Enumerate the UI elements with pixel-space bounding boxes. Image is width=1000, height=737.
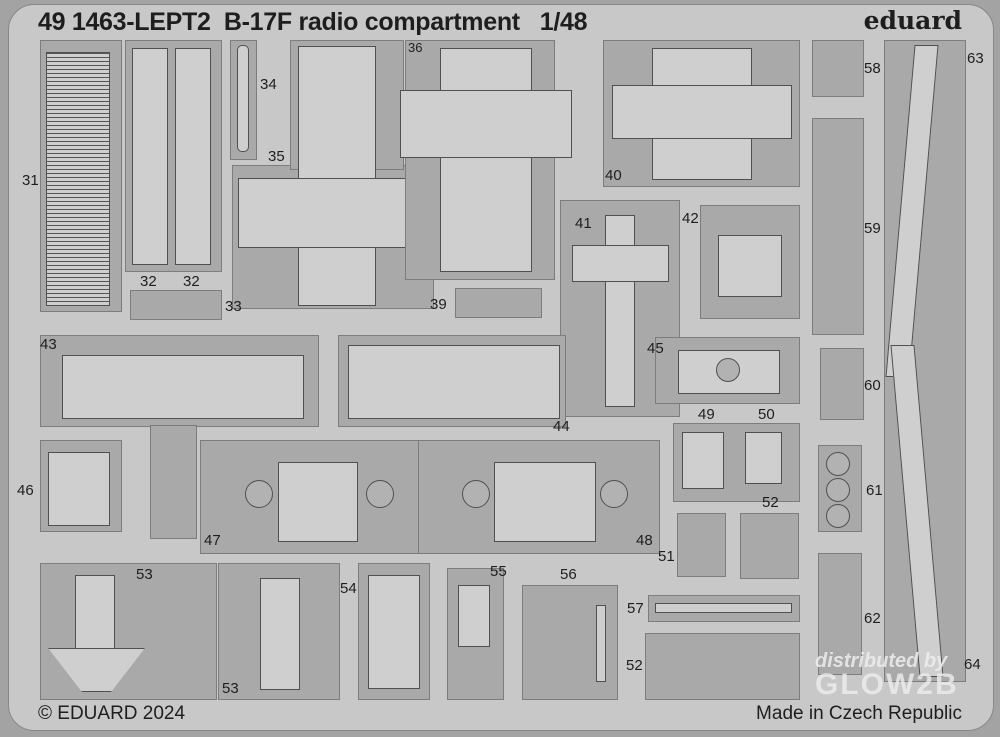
part-47-hole-left: [245, 480, 273, 508]
label-53a: 53: [136, 566, 153, 583]
label-55: 55: [490, 563, 507, 580]
part-45-hole: [716, 358, 740, 382]
part-34: [237, 45, 249, 152]
part-61a: [826, 452, 850, 476]
part-36: [440, 48, 532, 272]
label-36: 36: [408, 40, 423, 55]
label-46: 46: [17, 482, 34, 499]
set-title: B-17F radio compartment: [223, 8, 520, 36]
part-57: [655, 603, 792, 613]
part-49: [682, 432, 724, 489]
part-44: [348, 345, 560, 419]
label-54: 54: [340, 580, 357, 597]
label-64: 64: [964, 656, 981, 673]
set-code: 49 1463-LEPT2: [38, 8, 211, 36]
cut-area-33: [130, 290, 222, 320]
part-47: [278, 462, 358, 542]
label-41: 41: [575, 215, 592, 232]
part-42: [718, 235, 782, 297]
part-32a: [132, 48, 168, 265]
part-53b: [260, 578, 300, 690]
part-36-wings: [400, 90, 572, 158]
part-40-wings: [612, 85, 792, 139]
part-31: [46, 52, 110, 306]
part-55: [458, 585, 490, 647]
part-53a: [75, 575, 115, 652]
cut-area-51: [677, 513, 726, 577]
label-63: 63: [967, 50, 984, 67]
part-35: [298, 46, 376, 306]
label-42: 42: [682, 210, 699, 227]
label-44: 44: [553, 418, 570, 435]
part-47-hole-right: [366, 480, 394, 508]
label-39: 39: [430, 296, 447, 313]
label-50: 50: [758, 406, 775, 423]
cut-area-52b: [645, 633, 800, 700]
cut-area-43-stem: [150, 425, 197, 539]
part-41-arms: [572, 245, 669, 282]
part-43: [62, 355, 304, 419]
label-53b: 53: [222, 680, 239, 697]
cut-area-53a: [40, 563, 217, 700]
label-57: 57: [627, 600, 644, 617]
label-49: 49: [698, 406, 715, 423]
label-40: 40: [605, 167, 622, 184]
part-54: [368, 575, 420, 689]
label-52a: 52: [762, 494, 779, 511]
label-33: 33: [225, 298, 242, 315]
part-61c: [826, 504, 850, 528]
label-31: 31: [22, 172, 39, 189]
part-48-hole-left: [462, 480, 490, 508]
origin: Made in Czech Republic: [756, 703, 962, 724]
part-41: [605, 215, 635, 407]
part-35-wings: [238, 178, 428, 248]
scale: 1/48: [539, 8, 588, 36]
part-46: [48, 452, 110, 526]
label-56: 56: [560, 566, 577, 583]
label-61: 61: [866, 482, 883, 499]
label-47: 47: [204, 532, 221, 549]
fret-title: 49 1463-LEPT2 B-17F radio compartment 1/…: [38, 8, 588, 37]
label-45: 45: [647, 340, 664, 357]
label-32b: 32: [183, 273, 200, 290]
eduard-logo: eduard: [863, 6, 962, 35]
part-48: [494, 462, 596, 542]
cut-area-58: [812, 40, 864, 97]
label-51: 51: [658, 548, 675, 565]
label-34: 34: [260, 76, 277, 93]
label-60: 60: [864, 377, 881, 394]
label-58: 58: [864, 60, 881, 77]
part-32b: [175, 48, 211, 265]
label-32a: 32: [140, 273, 157, 290]
cut-area-52a: [740, 513, 799, 579]
cut-area-39: [455, 288, 542, 318]
label-48: 48: [636, 532, 653, 549]
label-62: 62: [864, 610, 881, 627]
copyright: © EDUARD 2024: [38, 703, 186, 724]
label-52b: 52: [626, 657, 643, 674]
watermark-glow2b-logo: GLOW2B: [815, 668, 959, 701]
part-48-hole-right: [600, 480, 628, 508]
label-43: 43: [40, 336, 57, 353]
cut-area-59: [812, 118, 864, 335]
part-61b: [826, 478, 850, 502]
part-50: [745, 432, 782, 484]
cut-area-60: [820, 348, 864, 420]
watermark-distributed-by: distributed by: [815, 650, 948, 672]
label-35: 35: [268, 148, 285, 165]
cut-area-62: [818, 553, 862, 675]
part-56: [596, 605, 606, 682]
label-59: 59: [864, 220, 881, 237]
